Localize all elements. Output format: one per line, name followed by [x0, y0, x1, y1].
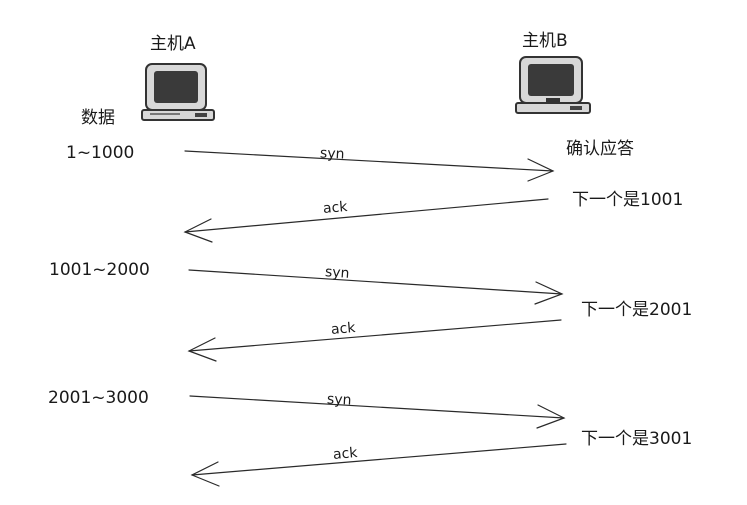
ack-label-1: ack — [322, 198, 349, 218]
syn-arrow-2 — [188, 269, 564, 305]
data-label: 数据 — [81, 108, 115, 128]
ack-arrow-2 — [187, 319, 562, 362]
data-range-1: 1~1000 — [66, 143, 135, 163]
ack-arrow-3 — [190, 443, 567, 487]
syn-label-3: syn — [326, 391, 352, 409]
syn-label-2: syn — [324, 264, 350, 282]
syn-label-1: syn — [319, 145, 345, 163]
host-b-label: 主机B — [522, 31, 568, 51]
confirm-label: 确认应答 — [566, 139, 634, 159]
ack-arrow-1 — [183, 198, 549, 243]
ack-label-2: ack — [330, 319, 357, 339]
computer-b-icon — [515, 56, 591, 114]
host-a-label: 主机A — [150, 34, 196, 54]
data-range-3: 2001~3000 — [48, 388, 149, 408]
ack-reply-3: 下一个是3001 — [581, 429, 693, 449]
ack-reply-2: 下一个是2001 — [581, 300, 693, 320]
syn-arrow-1 — [184, 150, 555, 182]
data-range-2: 1001~2000 — [49, 260, 150, 280]
syn-arrow-3 — [189, 395, 566, 429]
ack-label-3: ack — [332, 444, 359, 464]
ack-reply-1: 下一个是1001 — [572, 190, 684, 210]
computer-a-icon — [141, 63, 215, 121]
